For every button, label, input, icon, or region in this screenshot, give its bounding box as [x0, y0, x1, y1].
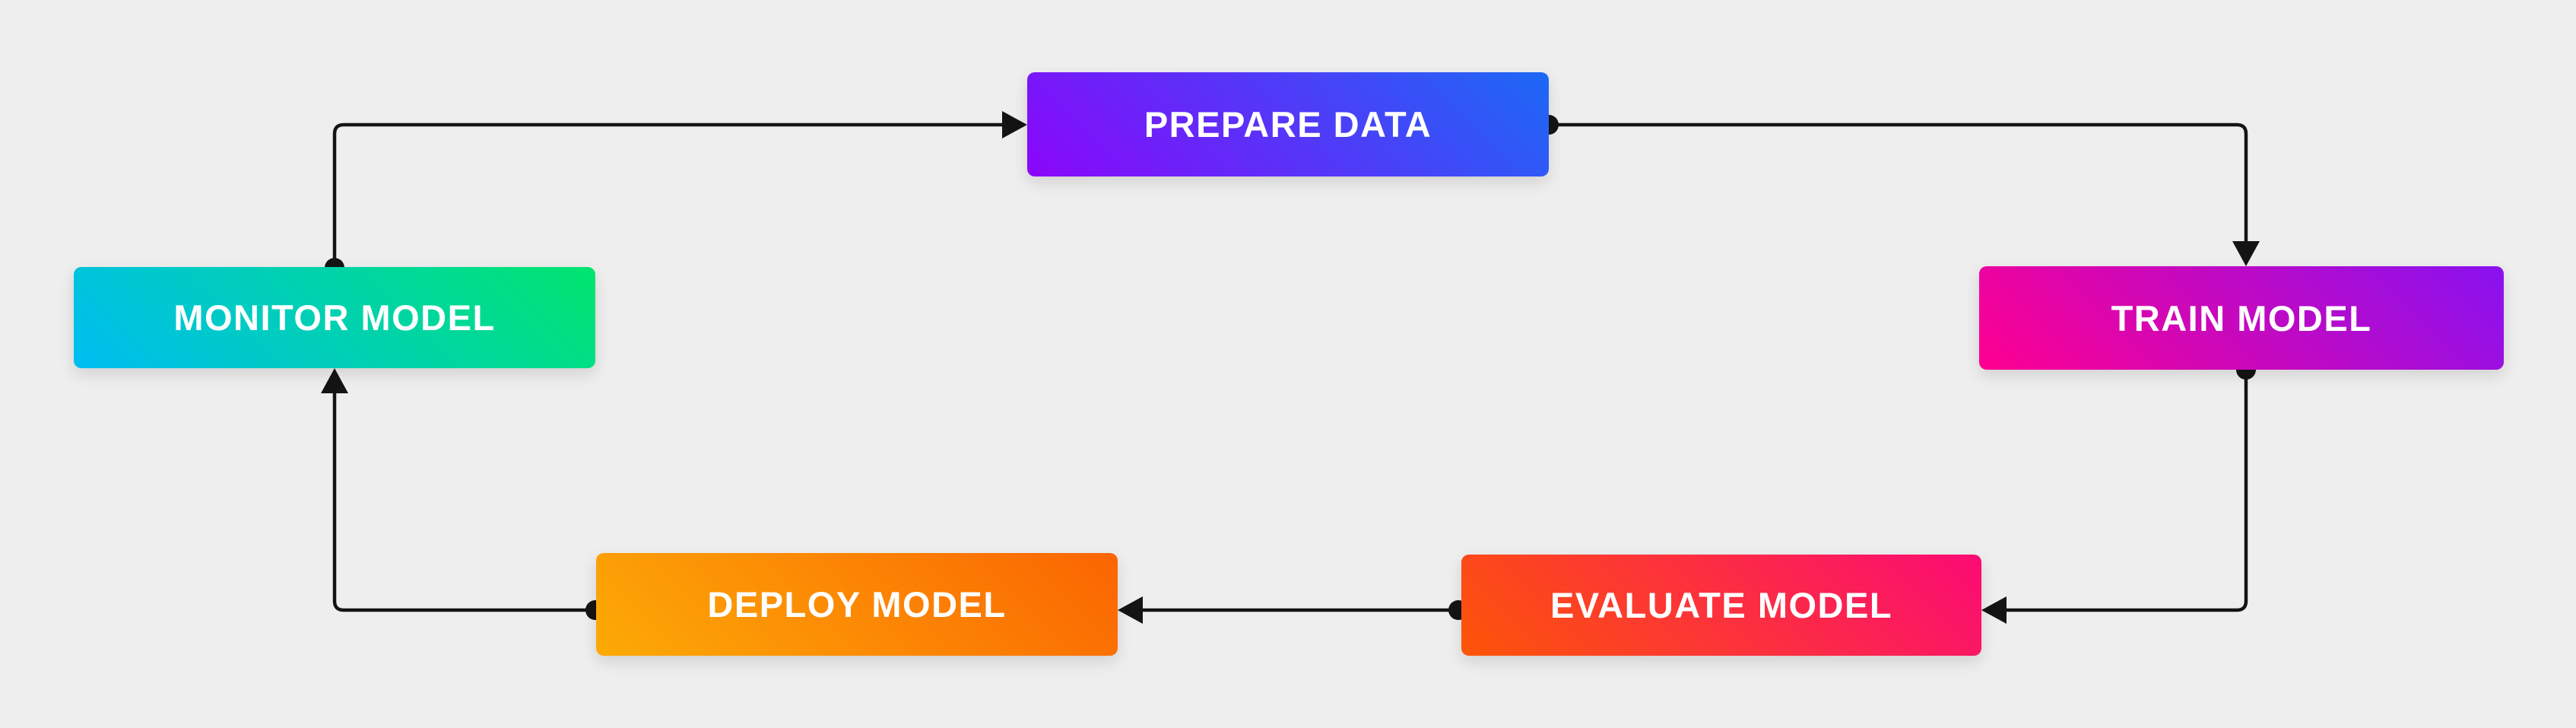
edge-prepare-to-train [1539, 115, 2260, 266]
node-deploy-model: DEPLOY MODEL [596, 553, 1118, 656]
node-label: EVALUATE MODEL [1550, 585, 1893, 625]
edge-train-to-evaluate [1981, 360, 2256, 624]
edge-line [332, 390, 595, 612]
edge-evaluate-to-deploy [1118, 596, 1468, 624]
node-label: MONITOR MODEL [173, 297, 496, 338]
edge-line [2003, 370, 2248, 612]
node-prepare-data: PREPARE DATA [1027, 72, 1549, 176]
node-label: TRAIN MODEL [2111, 297, 2372, 339]
arrowhead-up-icon [321, 368, 348, 393]
node-monitor-model: MONITOR MODEL [74, 267, 595, 368]
node-label: DEPLOY MODEL [707, 584, 1007, 625]
edge-line [332, 122, 1005, 268]
arrowhead-left-icon [1118, 596, 1143, 624]
node-evaluate-model: EVALUATE MODEL [1461, 555, 1981, 656]
edge-monitor-to-prepare [325, 111, 1027, 278]
edge-deploy-to-monitor [321, 368, 605, 620]
node-label: PREPARE DATA [1144, 104, 1432, 145]
edge-line [1549, 122, 2248, 244]
node-train-model: TRAIN MODEL [1979, 266, 2504, 370]
arrowhead-right-icon [1002, 111, 1027, 138]
arrowhead-left-icon [1981, 596, 2007, 624]
arrowhead-down-icon [2232, 241, 2260, 266]
